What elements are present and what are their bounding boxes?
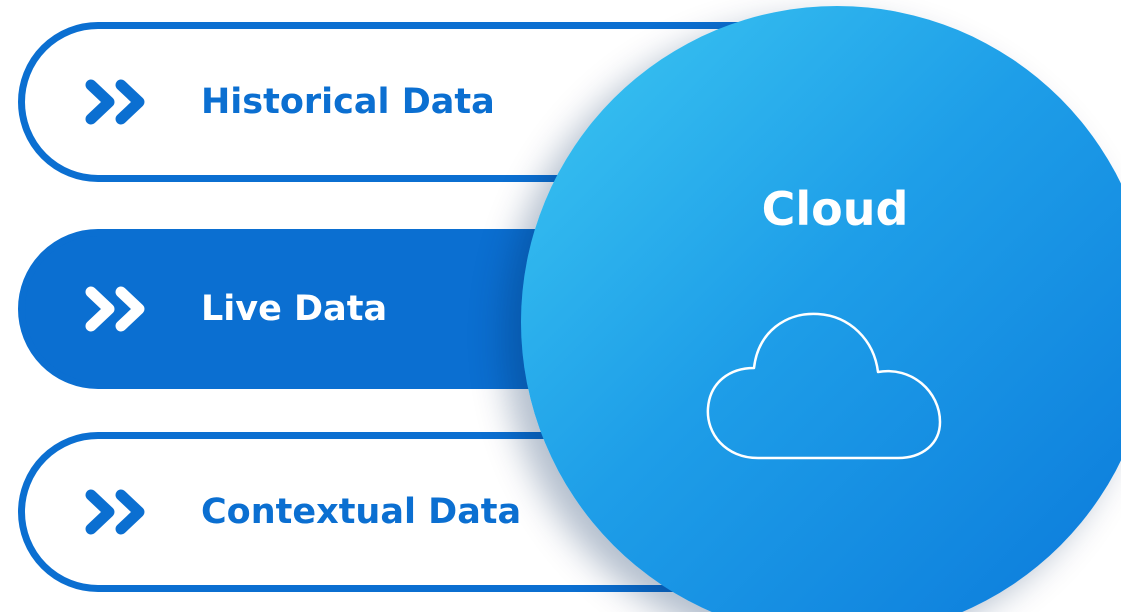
contextual-data-label: Contextual Data bbox=[201, 491, 522, 532]
double-chevron-right-icon bbox=[85, 286, 145, 332]
double-chevron-right-icon bbox=[85, 79, 145, 125]
cloud-title: Cloud bbox=[761, 182, 909, 236]
live-data-label: Live Data bbox=[201, 288, 388, 329]
double-chevron-right-icon bbox=[85, 489, 145, 535]
cloud-hub-circle bbox=[521, 6, 1121, 612]
historical-data-label: Historical Data bbox=[201, 81, 495, 122]
cloud-icon bbox=[706, 312, 942, 460]
